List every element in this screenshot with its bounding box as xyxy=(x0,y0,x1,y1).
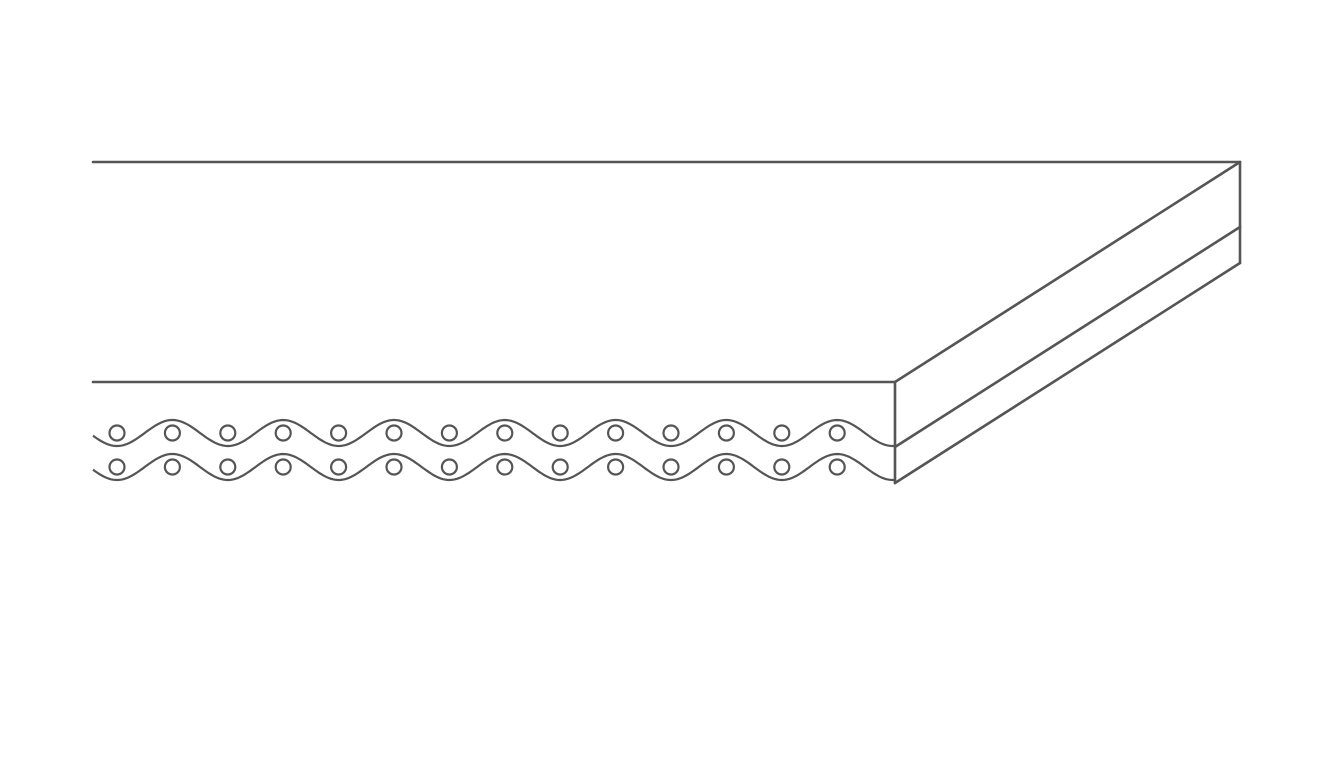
weave-thread-2 xyxy=(92,452,896,482)
fabric-weave xyxy=(92,418,896,482)
fiber-circle xyxy=(108,458,126,476)
fiber-circle xyxy=(773,458,791,476)
fiber-circle xyxy=(773,424,791,442)
fiber-circle xyxy=(662,458,680,476)
fiber-circle xyxy=(551,458,569,476)
fiber-circle xyxy=(496,458,514,476)
fiber-circle xyxy=(828,458,846,476)
fiber-circle xyxy=(662,424,680,442)
fiber-circle xyxy=(606,424,625,442)
fiber-circle xyxy=(551,424,569,442)
weave-thread-1 xyxy=(92,418,896,448)
fiber-circle xyxy=(828,424,846,442)
fiber-circle xyxy=(163,458,181,476)
fiber-circle xyxy=(440,458,458,476)
belt-layer-side-edge xyxy=(893,225,1242,449)
fiber-circle xyxy=(330,424,348,442)
fiber-circle xyxy=(717,458,736,476)
fiber-circle xyxy=(440,424,458,442)
fiber-circle xyxy=(385,458,403,476)
fiber-circle xyxy=(717,424,736,442)
belt-bottom-side-edge xyxy=(893,261,1242,485)
fiber-circle xyxy=(496,424,514,442)
fiber-circle xyxy=(108,424,126,442)
belt-top-side-edge xyxy=(893,160,1242,384)
fiber-circle xyxy=(330,458,348,476)
fiber-circle xyxy=(606,458,625,476)
fiber-circle xyxy=(163,424,181,442)
fiber-circle xyxy=(385,424,403,442)
fiber-circle xyxy=(219,458,237,476)
fiber-circle xyxy=(219,424,237,442)
fiber-circle xyxy=(274,424,292,442)
belt-outline xyxy=(91,160,1242,485)
fiber-circle xyxy=(274,458,292,476)
